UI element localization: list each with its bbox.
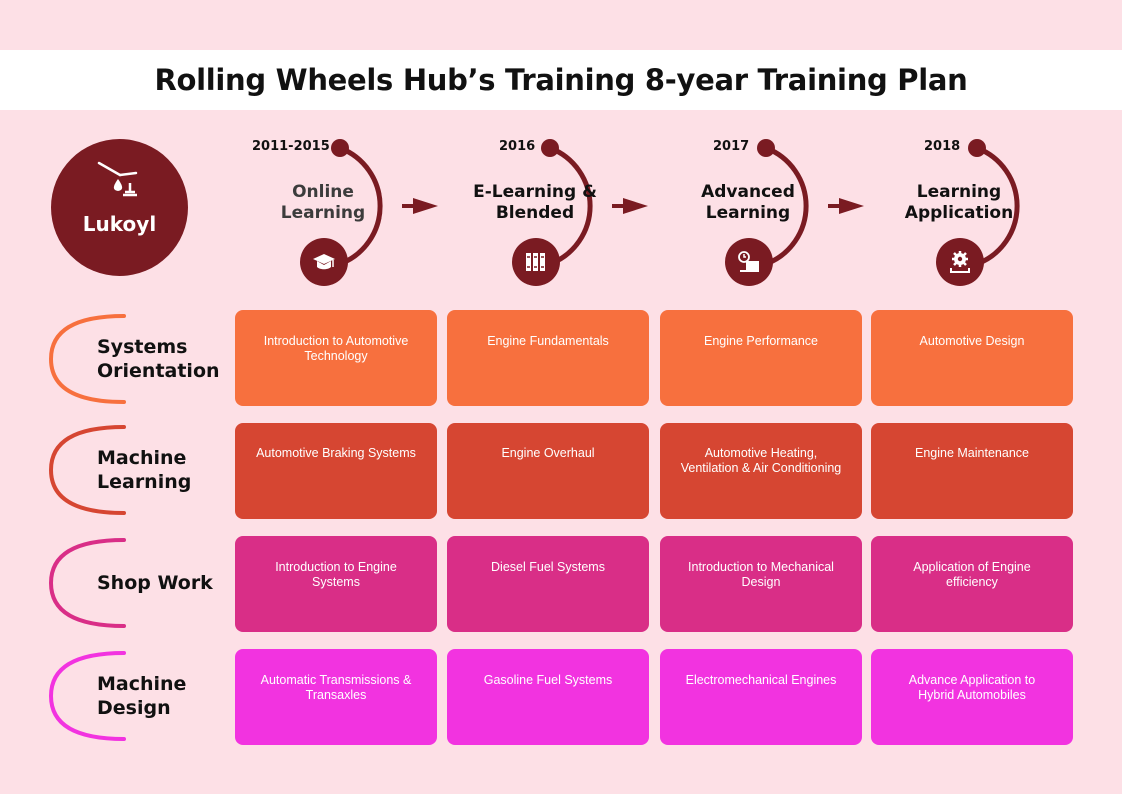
course-cell: Application of Engine efficiency [871,536,1073,632]
company-logo: Lukoyl [51,139,188,276]
row-bracket-arc [48,425,126,515]
stage-1: 2011-2015 Online Learning [230,135,450,295]
stage-icon-badge [300,238,348,286]
row-bracket-arc [48,538,126,628]
page-title: Rolling Wheels Hub’s Training 8-year Tra… [154,63,968,97]
course-cell: Engine Performance [660,310,862,406]
row-label-text: Machine Design [97,673,187,719]
course-cell: Gasoline Fuel Systems [447,649,649,745]
timeline-arc [968,139,1020,267]
books-icon [526,253,545,271]
stage-icon-badge [725,238,773,286]
course-cell: Automotive Braking Systems [235,423,437,519]
stage-label: Learning Application [904,182,1014,223]
row-label-machine-learning: Machine Learning [48,424,228,516]
logo-brand-text: Lukoyl [82,212,157,236]
course-cell: Engine Fundamentals [447,310,649,406]
course-cell: Automotive Heating, Ventilation & Air Co… [660,423,862,519]
course-cell: Automatic Transmissions & Transaxles [235,649,437,745]
computer-clock-icon [738,251,759,272]
graduation-cap-icon [313,254,335,270]
course-cell: Introduction to Engine Systems [235,536,437,632]
stage-icon-badge [512,238,560,286]
stage-3: 2017 Advanced Learning [655,135,875,295]
stage-label: Advanced Learning [701,182,795,223]
course-cell: Diesel Fuel Systems [447,536,649,632]
title-band: Rolling Wheels Hub’s Training 8-year Tra… [0,50,1122,110]
stage-label: E-Learning & Blended [473,182,597,223]
gear-icon [950,251,970,273]
row-label-machine-design: Machine Design [48,650,228,742]
stage-4: 2018 Learning Application [866,135,1086,295]
stage-2: 2016 E-Learning & Blended [442,135,662,295]
timeline-arc [757,139,864,267]
timeline-arc [541,139,648,267]
stage-label: Online Learning [280,182,366,223]
course-cell: Engine Maintenance [871,423,1073,519]
course-cell: Automotive Design [871,310,1073,406]
stage-year: 2016 [499,139,536,154]
course-cell: Advance Application to Hybrid Automobile… [871,649,1073,745]
oil-drop-icon [97,161,138,197]
course-cell: Introduction to Automotive Technology [235,310,437,406]
row-label-text: Machine Learning [97,447,192,493]
course-cell: Engine Overhaul [447,423,649,519]
stage-icon-badge [936,238,984,286]
stage-year: 2011-2015 [252,139,330,154]
row-bracket-arc [48,651,126,741]
row-label-text: Shop Work [97,572,213,594]
course-cell: Electromechanical Engines [660,649,862,745]
row-label-shop-work: Shop Work [48,537,228,629]
row-bracket-arc [48,314,126,404]
course-cell: Introduction to Mechanical Design [660,536,862,632]
row-label-systems-orientation: Systems Orientation [48,313,228,405]
row-label-text: Systems Orientation [97,336,220,382]
stage-year: 2018 [924,139,961,154]
stage-year: 2017 [713,139,750,154]
timeline-arc [331,139,438,267]
